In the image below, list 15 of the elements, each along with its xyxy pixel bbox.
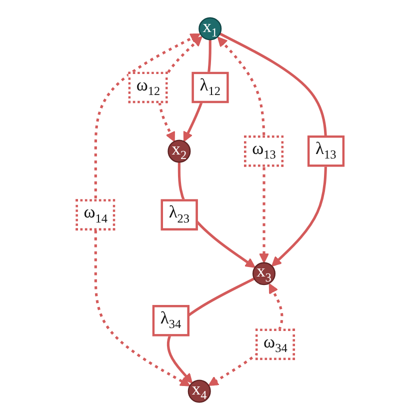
- node-circle: x$_{1}$: [198, 17, 222, 40]
- arrow: [94, 34, 200, 386]
- edge-label: λ$_{13}$: [316, 140, 336, 162]
- edge-label: λ$_{23}$: [168, 204, 190, 226]
- node-circle: x$_{2}$: [168, 140, 191, 163]
- edge-label: ω$_{13}$: [252, 140, 276, 162]
- edge-label: λ$_{34}$: [160, 310, 182, 332]
- edge-label: ω$_{14}$: [84, 204, 108, 226]
- node-circle: x$_{3}$: [252, 262, 276, 286]
- arrow: [219, 32, 328, 267]
- edge-label: ω$_{34}$: [264, 333, 288, 356]
- edge-label: λ$_{12}$: [200, 76, 220, 99]
- edge-label: ω$_{12}$: [136, 76, 160, 99]
- node-circle: x$_{4}$: [188, 380, 211, 403]
- arrow: [217, 36, 270, 264]
